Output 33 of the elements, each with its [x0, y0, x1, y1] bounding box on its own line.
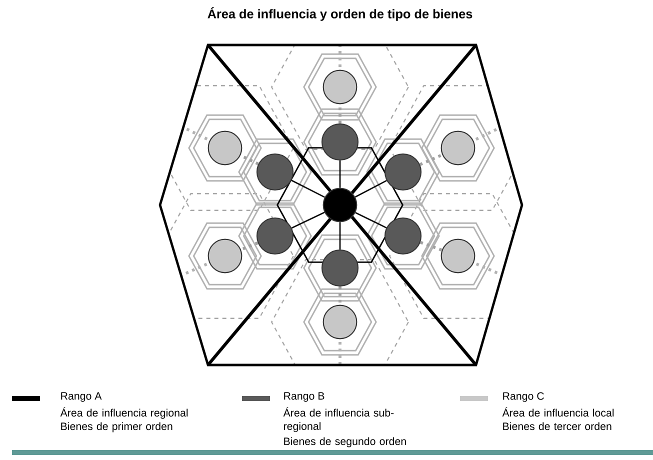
- circle: [322, 70, 358, 104]
- legend-label: Rango A: [61, 392, 102, 402]
- connector-line: [419, 154, 443, 166]
- circle: [208, 238, 242, 274]
- legend-label: Rango C: [503, 392, 544, 402]
- connector-line: [339, 222, 341, 250]
- legend-description: Área de influencia regional: [60, 407, 188, 419]
- circle: [256, 153, 294, 191]
- circle: [321, 123, 359, 161]
- circle: [384, 153, 422, 191]
- legend-description: Bienes de tercer orden: [503, 422, 612, 430]
- connector-line: [240, 242, 258, 251]
- legend-label: Rango B: [284, 392, 324, 402]
- circle: [321, 249, 359, 287]
- connector-line: [420, 240, 442, 252]
- circle: [322, 304, 358, 340]
- circle: [208, 130, 242, 166]
- legend-description: Bienes de primer orden: [61, 422, 172, 432]
- diagram-title: Área de influencia y orden de tipo de bienes: [208, 7, 472, 21]
- legend-description: Bienes de segundo orden: [284, 437, 406, 448]
- legend-description: Área de influencia local: [502, 407, 614, 417]
- connector-line: [338, 286, 342, 305]
- connector-line: [291, 180, 325, 198]
- circle: [384, 217, 422, 255]
- central-circle: [322, 188, 358, 222]
- connector-line: [355, 212, 387, 228]
- circle: [440, 238, 476, 274]
- circle: [440, 130, 476, 166]
- connector-line: [291, 212, 325, 229]
- legend-description: Área de influencia sub-regional: [283, 407, 394, 432]
- connector-line: [354, 180, 387, 198]
- connector-line: [339, 160, 341, 188]
- circle: [256, 217, 294, 255]
